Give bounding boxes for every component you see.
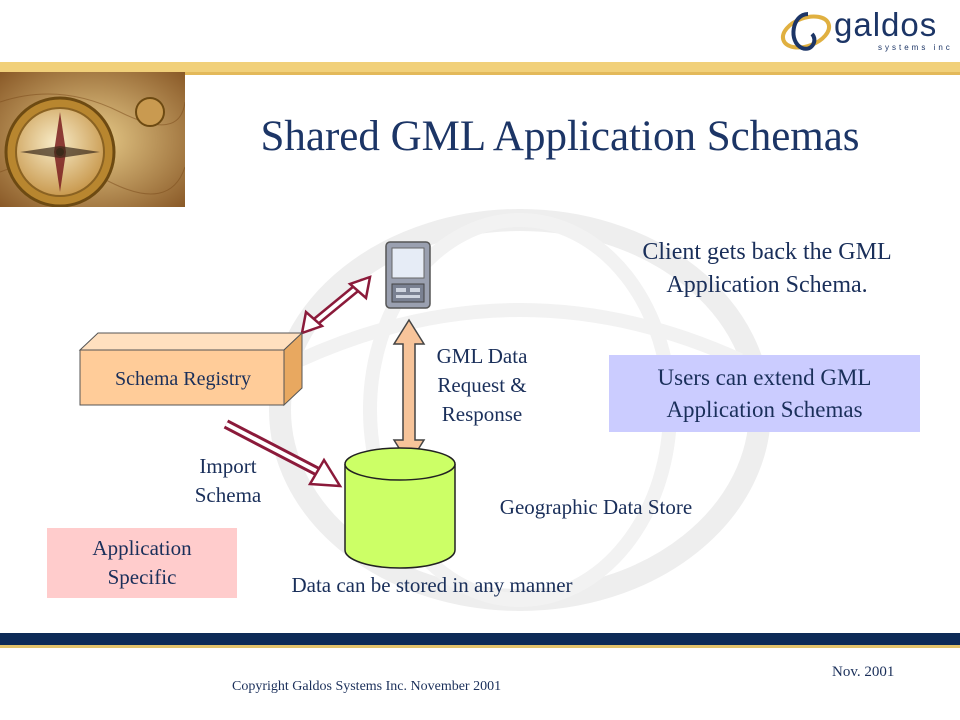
galdos-logo-icon: [780, 12, 832, 51]
users-extend-note: Users can extend GML Application Schemas: [609, 362, 920, 426]
import-schema-line-2: Schema: [194, 483, 262, 507]
users-note-line-1: Users can extend GML: [657, 365, 872, 390]
gml-exchange-line-2: Request &: [437, 373, 527, 397]
application-specific-box: [47, 528, 237, 598]
application-specific-line-2: Specific: [107, 565, 177, 589]
import-schema-line-1: Import: [199, 454, 257, 478]
footer-date: Nov. 2001: [832, 664, 895, 680]
users-extend-note-box: [609, 355, 920, 432]
schema-registry-box: [78, 331, 304, 407]
users-note-line-2: Application Schemas: [666, 397, 863, 422]
top-accent-shadow: [0, 72, 960, 75]
application-specific-label: Application Specific: [47, 534, 237, 592]
client-note: Client gets back the GML Application Sch…: [604, 236, 930, 302]
registry-client-double-arrow: [300, 275, 372, 335]
footer-accent-line: [0, 645, 960, 648]
data-store-cylinder: [344, 447, 456, 569]
footer-copyright: Copyright Galdos Systems Inc. November 2…: [232, 679, 502, 694]
footer-bar: [0, 633, 960, 645]
application-specific-line-1: Application: [92, 536, 192, 560]
top-accent-bar: [0, 62, 960, 72]
logo-wordmark: galdos: [834, 6, 938, 43]
slide-title: Shared GML Application Schemas: [260, 113, 860, 160]
import-schema-label: Import Schema: [168, 452, 288, 510]
schema-registry-label: Schema Registry: [114, 368, 252, 390]
pda-device-icon: [385, 241, 431, 309]
data-store-label: Geographic Data Store: [499, 495, 693, 519]
gml-exchange-line-1: GML Data: [436, 344, 528, 368]
gml-exchange-label: GML Data Request & Response: [412, 342, 552, 429]
logo-subtitle: systems inc: [878, 43, 953, 52]
gml-exchange-line-3: Response: [441, 402, 523, 426]
client-note-line-2: Application Schema.: [666, 272, 868, 298]
compass-map-image: [0, 72, 185, 207]
storage-note: Data can be stored in any manner: [291, 573, 573, 597]
client-note-line-1: Client gets back the GML: [642, 239, 892, 265]
import-schema-arrow: [223, 419, 343, 488]
